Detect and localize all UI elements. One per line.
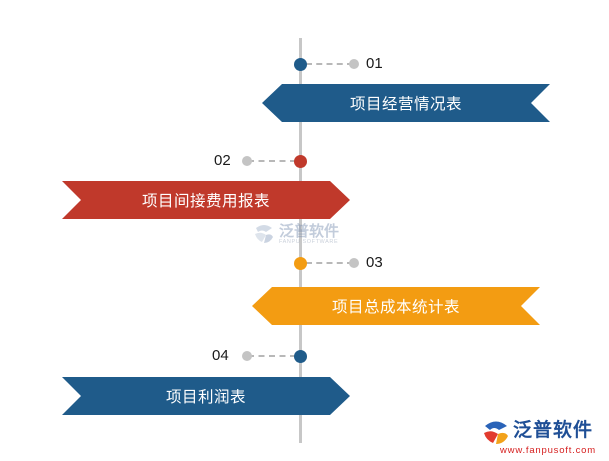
fanpu-brand-logo: 泛普软件 www.fanpusoft.com bbox=[480, 416, 605, 458]
fanpu-logo-icon bbox=[252, 222, 276, 246]
connector-dashed-line bbox=[306, 63, 353, 65]
connector-dashed-line bbox=[248, 160, 296, 162]
step-label: 项目经营情况表 bbox=[349, 95, 462, 113]
step-number: 04 bbox=[212, 347, 229, 364]
logo-name: 泛普软件 bbox=[513, 419, 594, 441]
step-banner: 项目间接费用报表 bbox=[62, 181, 350, 219]
fanpu-logo-icon bbox=[482, 418, 510, 446]
step-banner: 项目总成本统计表 bbox=[252, 287, 540, 325]
step-number: 01 bbox=[366, 55, 383, 72]
step-banner: 项目利润表 bbox=[62, 377, 350, 415]
step-label: 项目间接费用报表 bbox=[141, 192, 270, 210]
timeline-node bbox=[294, 155, 307, 168]
timeline-node bbox=[294, 58, 307, 71]
step-label: 项目利润表 bbox=[165, 388, 246, 406]
step-label: 项目总成本统计表 bbox=[331, 298, 460, 316]
connector-end-dot bbox=[349, 258, 359, 268]
connector-end-dot bbox=[242, 351, 252, 361]
step-number: 02 bbox=[214, 152, 231, 169]
connector-end-dot bbox=[242, 156, 252, 166]
timeline-axis bbox=[299, 38, 302, 443]
watermark-subtitle: FANPU SOFTWARE bbox=[279, 238, 339, 245]
step-banner: 项目经营情况表 bbox=[262, 84, 550, 122]
logo-url: www.fanpusoft.com bbox=[500, 445, 596, 456]
connector-dashed-line bbox=[306, 262, 353, 264]
step-number: 03 bbox=[366, 254, 383, 271]
watermark: 泛普软件 FANPU SOFTWARE bbox=[252, 222, 339, 246]
watermark-title: 泛普软件 bbox=[279, 221, 340, 240]
timeline-node bbox=[294, 350, 307, 363]
connector-end-dot bbox=[349, 59, 359, 69]
timeline-node bbox=[294, 257, 307, 270]
connector-dashed-line bbox=[248, 355, 296, 357]
